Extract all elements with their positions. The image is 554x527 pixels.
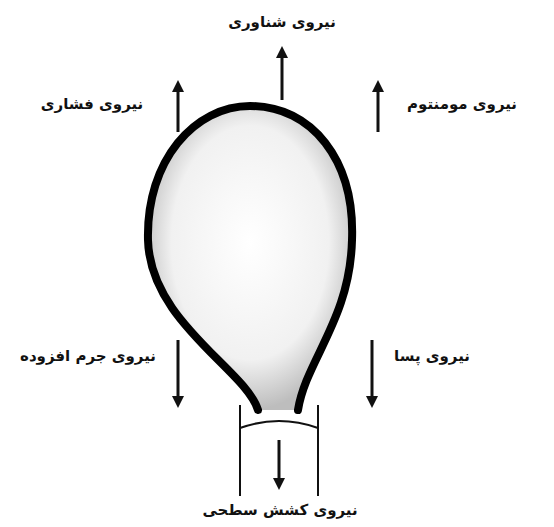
force-label: نیروی شناوری [228, 13, 336, 31]
force-arrow [281, 52, 284, 100]
force-label: نیروی مومنتوم [407, 95, 517, 113]
force-label: نیروی فشاری [41, 95, 143, 113]
force-arrow [377, 86, 380, 132]
nozzle-wall [239, 405, 241, 496]
nozzle-wall [317, 405, 319, 496]
bubble-outline [148, 106, 352, 410]
force-arrow [177, 340, 180, 402]
force-arrow [371, 340, 374, 402]
force-label: نیروی کشش سطحی [202, 501, 357, 519]
force-arrow [278, 440, 281, 484]
force-label: نیروی پسا [394, 347, 470, 365]
meniscus [240, 421, 318, 428]
force-arrow [177, 86, 180, 132]
force-label: نیروی جرم افزوده [20, 347, 156, 365]
